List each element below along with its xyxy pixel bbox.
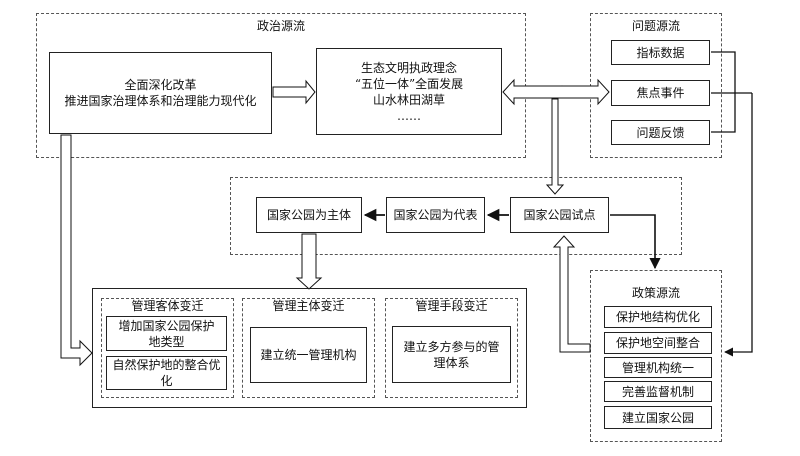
problem-item-indicator-data: 指标数据 — [611, 40, 710, 65]
management-object-title: 管理客体变迁 — [131, 299, 204, 313]
management-object-panel — [101, 298, 234, 398]
pilot-flow-representative: 国家公园为代表 — [386, 197, 485, 233]
management-object-item-2-text: 自然保护地的整合优化 — [112, 358, 221, 388]
management-means-panel — [385, 298, 518, 398]
management-subject-item-1: 建立统一管理机构 — [250, 327, 367, 383]
management-means-item-1-text: 建立多方参与的管理体系 — [403, 339, 500, 370]
management-means-title: 管理手段变迁 — [415, 299, 488, 313]
policy-item-establish: 建立国家公园 — [604, 406, 712, 429]
ecology-line-2: “五位一体”全面发展 — [354, 76, 464, 91]
pilot-flow-panel — [230, 177, 682, 255]
reform-line-2: 推进国家治理体系和治理能力现代化 — [64, 94, 257, 108]
deviation-label: 背离 — [543, 85, 568, 99]
ecology-line-4: …… — [397, 108, 421, 123]
management-object-item-1: 增加国家公园保护地类型 — [106, 316, 227, 351]
bracket-to-policy-arrow — [724, 93, 753, 357]
reform-line-1: 全面深化改革 — [124, 78, 197, 92]
policy-item-supervision: 完善监督机制 — [604, 381, 712, 402]
management-object-item-1-text: 增加国家公园保护地类型 — [118, 318, 215, 349]
management-object-item-2: 自然保护地的整合优化 — [106, 356, 227, 390]
management-means-item-1: 建立多方参与的管理体系 — [392, 326, 511, 383]
problem-item-focus-events: 焦点事件 — [611, 80, 710, 106]
policy-item-agency: 管理机构统一 — [604, 357, 712, 378]
political-stream-title: 政治源流 — [256, 19, 305, 33]
policy-item-structure: 保护地结构优化 — [604, 306, 712, 328]
reform-to-management-arrow — [60, 134, 93, 367]
policy-stream-title: 政策源流 — [631, 286, 680, 300]
policy-stream-panel — [590, 270, 722, 442]
policy-item-spatial: 保护地空间整合 — [604, 332, 712, 354]
problem-stream-title: 问题源流 — [631, 19, 680, 33]
management-subject-panel — [242, 298, 375, 398]
management-subject-title: 管理主体变迁 — [272, 299, 345, 313]
pilot-flow-pilot: 国家公园试点 — [510, 197, 609, 233]
ecology-line-1: 生态文明执政理念 — [360, 60, 457, 75]
pilot-flow-main-body: 国家公园为主体 — [256, 197, 362, 233]
problem-item-feedback: 问题反馈 — [611, 120, 710, 145]
ecology-line-3: 山水林田湖草 — [372, 92, 445, 107]
ecology-box: 生态文明执政理念 “五位一体”全面发展 山水林田湖草 …… — [316, 48, 502, 135]
reform-box: 全面深化改革 推进国家治理体系和治理能力现代化 — [49, 52, 272, 134]
